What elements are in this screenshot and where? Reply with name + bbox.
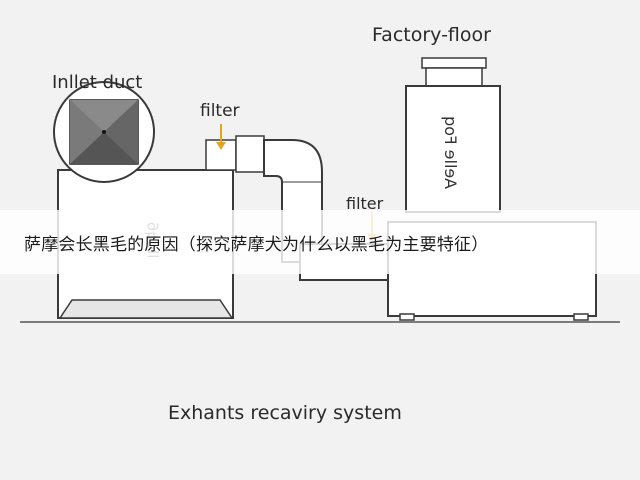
banner-text: 萨摩会长黑毛的原因（探究萨摩犬为什么以黑毛为主要特征） — [24, 234, 489, 255]
filter-label-mid: filter — [346, 194, 384, 213]
inlet-duct-label: Inllet duct — [52, 72, 143, 93]
bottom-unit-foot-right — [573, 313, 589, 321]
duct-connector — [235, 135, 265, 173]
filter-label-top: filter — [200, 101, 240, 121]
tower-mirrored-label: Aelle Foq — [440, 115, 460, 189]
tower-neck — [425, 67, 483, 87]
tower-mirrored-text: Aelle Foq — [420, 112, 480, 192]
tower-cap — [421, 57, 487, 69]
system-caption: Exhants recaviry system — [168, 402, 402, 424]
title-banner: 萨摩会长黑毛的原因（探究萨摩犬为什么以黑毛为主要特征） — [0, 210, 640, 274]
left-housing-base — [58, 299, 234, 319]
bottom-unit-foot-left — [399, 313, 415, 321]
tower-body — [405, 85, 501, 213]
factory-floor-label: Factory-floor — [372, 24, 491, 46]
